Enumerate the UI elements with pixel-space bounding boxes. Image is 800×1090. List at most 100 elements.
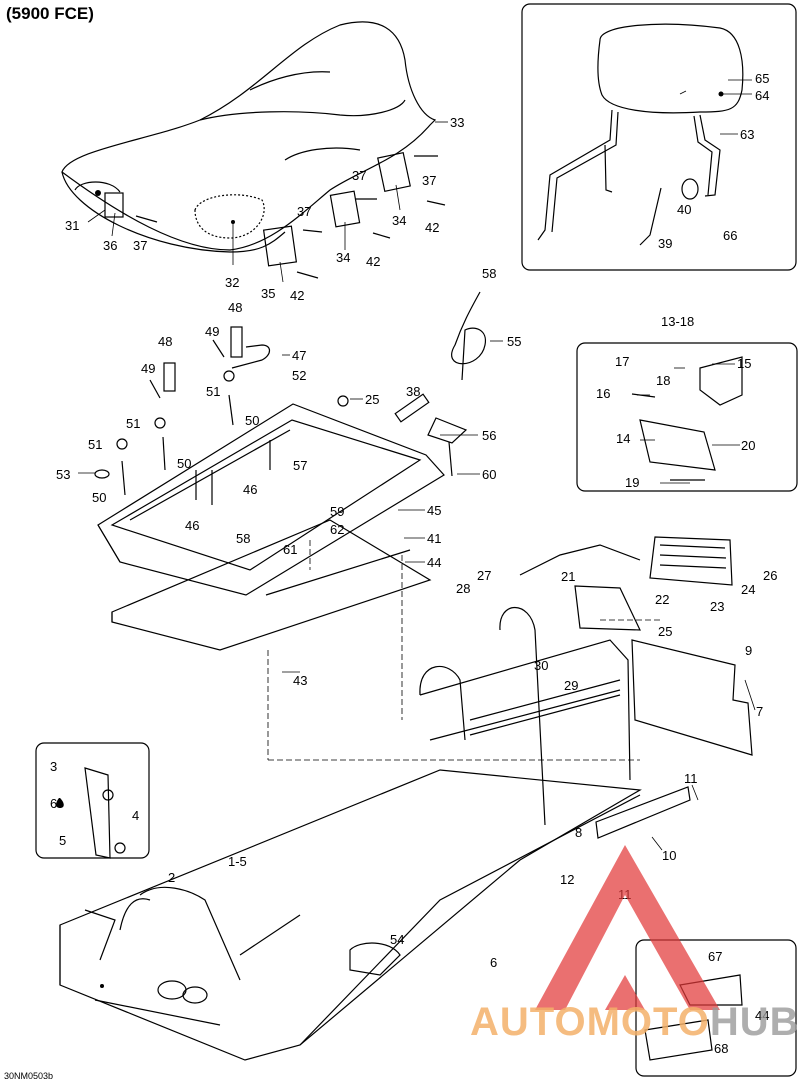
callout-30: 30: [534, 658, 548, 673]
backrest-drawing: [537, 23, 744, 246]
callout-56: 56: [482, 428, 496, 443]
watermark-logo: [535, 845, 720, 1010]
backrest-detail-box: [521, 3, 797, 271]
callout-23: 23: [710, 599, 724, 614]
seat-drawing: [61, 21, 437, 253]
callout-58: 58: [482, 266, 496, 281]
callout-21: 21: [561, 569, 575, 584]
callout-68: 68: [714, 1041, 728, 1056]
callout-54: 54: [390, 932, 404, 947]
callout-labels: 33 31 36 37 32 35 42 37 34 42 37 34 37 4…: [50, 71, 777, 1056]
callout-43: 43: [293, 673, 307, 688]
small-hardware: [56, 91, 724, 988]
callout-50: 50: [245, 413, 259, 428]
seat-hinge-brackets: [104, 151, 411, 267]
callout-57: 57: [293, 458, 307, 473]
callout-3: 3: [50, 759, 57, 774]
connector-68: [644, 1019, 713, 1061]
callout-62: 62: [330, 522, 344, 537]
callout-6: 6: [490, 955, 497, 970]
callout-29: 29: [564, 678, 578, 693]
callout-18: 18: [656, 373, 670, 388]
callout-48: 48: [228, 300, 242, 315]
callout-22: 22: [655, 592, 669, 607]
license-plate-bracket: [631, 356, 743, 481]
strap-38: [394, 393, 430, 423]
callout-51: 51: [206, 384, 220, 399]
tail-light: [519, 536, 733, 631]
callout-60: 60: [482, 467, 496, 482]
callout-64: 64: [755, 88, 769, 103]
callout-42: 42: [366, 254, 380, 269]
assembly-guide-lines: [267, 540, 660, 761]
callout-9: 9: [745, 643, 752, 658]
callout-20: 20: [741, 438, 755, 453]
callout-41: 41: [427, 531, 441, 546]
callout-16: 16: [596, 386, 610, 401]
callout-33: 33: [450, 115, 464, 130]
callout-45: 45: [427, 503, 441, 518]
callout-2: 2: [168, 870, 175, 885]
lock-linkage: [94, 326, 468, 496]
fastener-inset-box: [35, 742, 150, 859]
rear-plate-10: [595, 786, 691, 839]
cable-55: [451, 291, 487, 381]
storage-box-drawing: [97, 403, 445, 651]
snow-flap-7: [631, 639, 753, 756]
callout-13-18: 13-18: [661, 314, 694, 329]
callout-40: 40: [677, 202, 691, 217]
callout-19: 19: [625, 475, 639, 490]
callout-4: 4: [132, 808, 139, 823]
callout-35: 35: [261, 286, 275, 301]
page-title: (5900 FCE): [6, 4, 94, 23]
callout-51: 51: [126, 416, 140, 431]
callout-10: 10: [662, 848, 676, 863]
callout-5: 5: [59, 833, 66, 848]
tail-light-detail-box: [576, 342, 798, 492]
callout-37: 37: [133, 238, 147, 253]
watermark-text-part2: HUB: [709, 1000, 800, 1044]
callout-27: 27: [477, 568, 491, 583]
leader-lines: [78, 79, 756, 851]
callout-49: 49: [205, 324, 219, 339]
callout-25: 25: [658, 624, 672, 639]
callout-28: 28: [456, 581, 470, 596]
callout-65: 65: [755, 71, 769, 86]
callout-58: 58: [236, 531, 250, 546]
fastener-plate: [84, 767, 111, 859]
callout-32: 32: [225, 275, 239, 290]
watermark-text: AUTOMOTOHUB: [470, 1000, 800, 1045]
callout-46: 46: [185, 518, 199, 533]
callout-66: 66: [723, 228, 737, 243]
seat-bolts: [135, 155, 446, 279]
callout-42: 42: [290, 288, 304, 303]
watermark-text-part1: AUTOMOTO: [470, 1000, 710, 1044]
drawing-code: 30NM0503b: [4, 1071, 54, 1081]
callout-37: 37: [297, 204, 311, 219]
callout-38: 38: [406, 384, 420, 399]
callout-46: 46: [243, 482, 257, 497]
callout-24: 24: [741, 582, 755, 597]
callout-17: 17: [615, 354, 629, 369]
callout-12: 12: [560, 872, 574, 887]
callout-37: 37: [422, 173, 436, 188]
callout-63: 63: [740, 127, 754, 142]
callout-11: 11: [684, 771, 698, 786]
callout-34: 34: [336, 250, 350, 265]
callout-1-5: 1-5: [228, 854, 247, 869]
callout-15: 15: [737, 356, 751, 371]
callout-14: 14: [616, 431, 630, 446]
callout-59: 59: [330, 504, 344, 519]
callout-7: 7: [756, 704, 763, 719]
callout-34: 34: [392, 213, 406, 228]
callout-52: 52: [292, 368, 306, 383]
callout-6: 6: [50, 796, 57, 811]
callout-51: 51: [88, 437, 102, 452]
callout-26: 26: [763, 568, 777, 583]
callout-37: 37: [352, 168, 366, 183]
callout-44: 44: [427, 555, 441, 570]
callout-8: 8: [575, 825, 582, 840]
callout-44: 44: [755, 1008, 769, 1023]
callout-48: 48: [158, 334, 172, 349]
